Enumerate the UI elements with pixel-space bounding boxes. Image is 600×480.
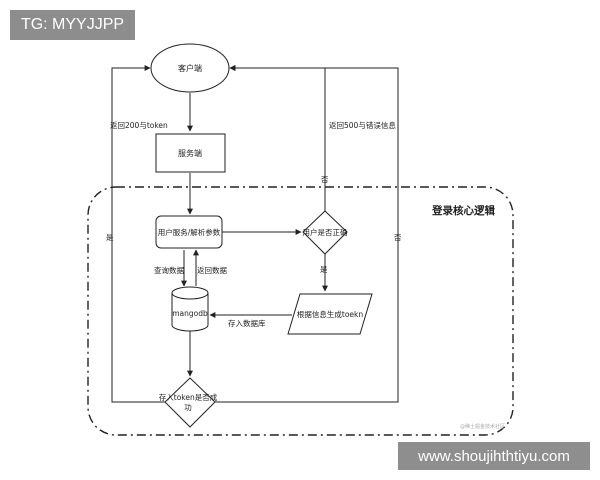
generate-token-node	[287, 293, 373, 335]
edge-label-no-top: 否	[321, 175, 329, 184]
mongodb-top-cap	[171, 286, 209, 300]
edge-label-yes-left: 是	[106, 233, 114, 242]
watermark: @稀土掘金技术社区	[460, 423, 505, 430]
top-left-badge: TG: MYYJJPP	[10, 10, 135, 40]
edge-label-return-200: 返回200与token	[110, 121, 168, 130]
parse-label: 用户服务/解析参数	[158, 227, 221, 237]
edge-label-store-db: 存入数据库	[228, 318, 266, 328]
edge-label-no-right: 否	[394, 233, 402, 242]
edge-label-yes-down: 是	[320, 265, 328, 274]
mongodb-label: mangodb	[172, 309, 208, 318]
check-user-node	[302, 210, 348, 255]
server-node	[155, 133, 226, 173]
check-user-label: 用户是否正确	[303, 227, 348, 237]
parse-node	[155, 215, 223, 249]
edge-store-no-to-client	[215, 65, 399, 403]
edge-label-return-data: 返回数据	[197, 265, 227, 275]
edge-store-yes-to-client	[111, 65, 165, 403]
mongodb-node	[171, 293, 209, 332]
client-node	[150, 43, 230, 93]
server-label: 服务端	[178, 148, 202, 158]
store-token-node	[164, 377, 216, 428]
store-token-label-line1: 存入token是否成	[159, 392, 218, 402]
edge-check-no-to-client	[229, 65, 326, 211]
group-title: 登录核心逻辑	[431, 204, 495, 217]
edge-label-return-500: 返回500与错误信息	[329, 120, 396, 130]
login-core-logic-group	[87, 186, 514, 436]
bottom-right-url-badge: www.shoujihthtiyu.com	[398, 442, 590, 470]
generate-token-label: 根据信息生成toekn	[297, 309, 363, 319]
store-token-label-line2: 功	[184, 402, 192, 412]
edge-label-query-data: 查询数据	[154, 265, 184, 275]
client-label: 客户端	[178, 63, 202, 73]
